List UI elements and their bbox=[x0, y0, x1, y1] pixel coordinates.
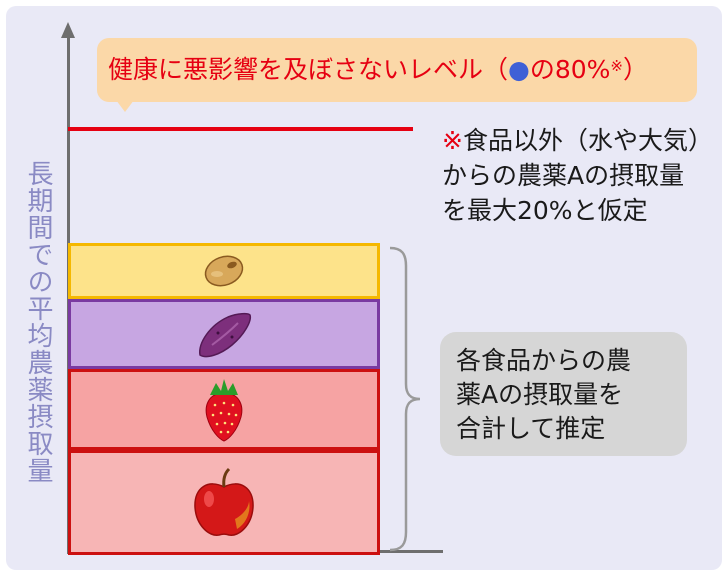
limit-label-close: ） bbox=[623, 55, 649, 84]
note-mark: ※ bbox=[442, 126, 463, 155]
blue-dot-icon: ● bbox=[508, 55, 530, 84]
limit-label: 健康に悪影響を及ぼさないレベル（●の80%※） bbox=[108, 55, 698, 85]
sweet-potato-icon bbox=[199, 312, 252, 358]
limit-label-mark: ※ bbox=[610, 57, 623, 75]
assumption-note: ※食品以外（水や大気） からの農薬Aの摂取量 を最大20%と仮定 bbox=[442, 123, 722, 228]
y-axis-arrow-icon bbox=[61, 22, 75, 38]
apple-block bbox=[68, 450, 380, 555]
sum-callout bbox=[440, 332, 687, 456]
health-limit-line bbox=[68, 127, 413, 131]
strawberry-block bbox=[68, 369, 380, 450]
sum-line-3: 合計して推定 bbox=[456, 414, 606, 443]
strawberry-icon bbox=[205, 378, 243, 442]
note-line-2: からの農薬Aの摂取量 bbox=[442, 161, 685, 190]
limit-label-rest: の80% bbox=[529, 55, 611, 84]
sweet-potato-block bbox=[68, 299, 380, 369]
limit-label-main: 健康に悪影響を及ぼさないレベル（ bbox=[108, 55, 509, 84]
sum-callout-text: 各食品からの農 薬Aの摂取量を 合計して推定 bbox=[456, 344, 676, 446]
curly-brace-icon bbox=[389, 246, 421, 552]
sum-line-2: 薬Aの摂取量を bbox=[456, 380, 624, 409]
limit-callout-pointer bbox=[113, 96, 137, 112]
sum-line-1: 各食品からの農 bbox=[456, 346, 632, 375]
soybean-icon bbox=[204, 255, 244, 287]
limit-callout bbox=[97, 38, 697, 102]
y-axis-label: 長期間での平均農薬摂取量 bbox=[23, 160, 53, 484]
soybean-block bbox=[68, 243, 380, 299]
note-line-1-text: 食品以外（水や大気） bbox=[462, 126, 713, 155]
apple-icon bbox=[194, 467, 254, 536]
note-line-1: ※食品以外（水や大気） bbox=[442, 123, 722, 158]
note-line-3: を最大20%と仮定 bbox=[442, 196, 648, 225]
